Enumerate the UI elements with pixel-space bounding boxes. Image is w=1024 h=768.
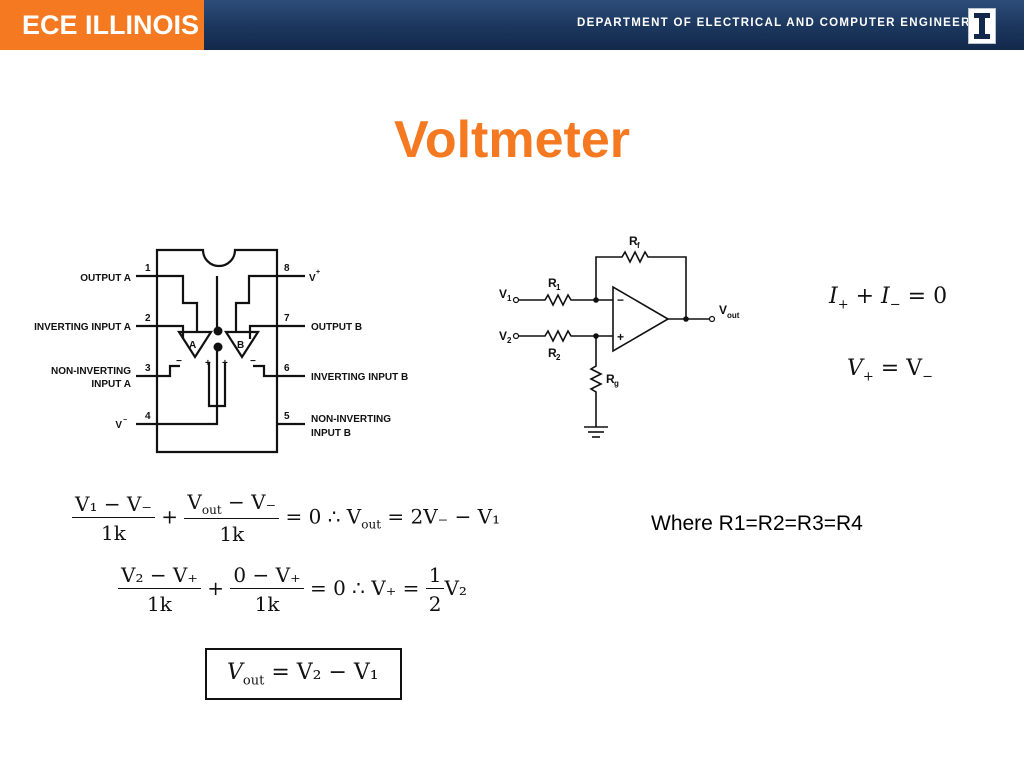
svg-text:−: −	[617, 293, 624, 307]
pin-5-label: NON-INVERTING	[311, 414, 391, 425]
illinois-block-i-logo	[968, 8, 996, 44]
rf-label-sub: f	[637, 241, 640, 250]
svg-text:+: +	[617, 330, 624, 344]
resistor-note: Where R1=R2=R3=R4	[651, 512, 863, 535]
pin-1-label: OUTPUT A	[80, 273, 131, 284]
r1-label: R	[548, 276, 557, 290]
dual-opamp-pinout-diagram: A B − + + − 1 2 3 4 8 7 6 5 OUTPUT A INVER…	[34, 248, 408, 454]
pin-3-label: NON-INVERTING	[51, 366, 131, 377]
pin-4-number: 4	[145, 411, 151, 422]
pin-4-label: V	[115, 420, 122, 431]
pin-6-number: 6	[284, 363, 290, 374]
pin-2-number: 2	[145, 313, 151, 324]
rg-label: R	[606, 372, 615, 386]
difference-amplifier-schematic: − + R f R 1 R 2 R g V 1 V 2 V out	[499, 234, 740, 438]
vout-label-sub: out	[727, 311, 740, 320]
r2-label-sub: 2	[556, 353, 561, 362]
r1-label-sub: 1	[556, 283, 561, 292]
pin-3-label-line2: INPUT A	[91, 379, 131, 390]
svg-text:+: +	[222, 358, 228, 369]
rg-label-sub: g	[614, 379, 619, 388]
svg-text:+: +	[205, 358, 211, 369]
result-box: Vout = V₂ − V₁	[205, 648, 402, 700]
slide-header: ECE ILLINOIS DEPARTMENT OF ELECTRICAL AN…	[0, 0, 1024, 50]
amp-b-label: B	[237, 340, 244, 351]
pin-6-label: INVERTING INPUT B	[311, 372, 408, 383]
pin-1-number: 1	[145, 263, 151, 274]
voltage-equality-equation: V+ = V−	[847, 356, 934, 385]
pin-3-number: 3	[145, 363, 151, 374]
r2-label: R	[548, 346, 557, 360]
brand-logo: ECE ILLINOIS	[0, 0, 204, 50]
block-i-icon	[974, 13, 990, 39]
pin-7-label: OUTPUT B	[311, 322, 362, 333]
svg-text:−: −	[250, 356, 256, 367]
result-equation: Vout = V₂ − V₁	[227, 660, 379, 689]
amp-a-label: A	[189, 340, 196, 351]
pin-4-label-sup: −	[123, 417, 127, 424]
slide-title: Voltmeter	[394, 111, 630, 169]
pin-2-label: INVERTING INPUT A	[34, 322, 131, 333]
pin-8-label-sup: +	[316, 269, 320, 276]
pin-7-number: 7	[284, 313, 290, 324]
current-sum-equation: I+ + I− = 0	[829, 284, 948, 313]
pin-5-number: 5	[284, 411, 290, 422]
v1-label-sub: 1	[507, 294, 512, 303]
v2-label-sub: 2	[507, 336, 512, 345]
department-name: DEPARTMENT OF ELECTRICAL AND COMPUTER EN…	[577, 17, 996, 29]
rf-label: R	[629, 234, 638, 248]
pin-8-number: 8	[284, 263, 290, 274]
svg-text:−: −	[176, 356, 182, 367]
vout-label: V	[719, 303, 727, 317]
pin-8-label: V	[309, 273, 316, 284]
v1-label: V	[499, 287, 507, 301]
inverting-node-equation: V₁ − V₋1k + Vout − V₋1k = 0 ∴ Vout = 2V₋…	[72, 490, 500, 546]
pin-5-label-line2: INPUT B	[311, 428, 351, 439]
v2-label: V	[499, 329, 507, 343]
